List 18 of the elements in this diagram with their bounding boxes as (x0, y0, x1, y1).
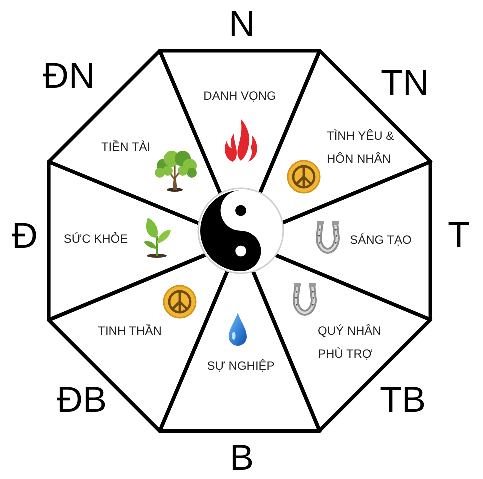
direction-label: B (230, 440, 254, 476)
direction-label: ĐN (43, 58, 95, 94)
octagon-sector (158, 49, 322, 196)
sector-label: SỨC KHỎE (64, 232, 128, 246)
sector-label: QUÝ NHÂN PHÙ TRỢ (318, 322, 382, 363)
sector-label: SÁNG TẠO (350, 233, 412, 247)
sector-label: TIỀN TÀI (101, 140, 151, 154)
sector-label: TINH THẦN (98, 324, 162, 338)
direction-label: ĐB (57, 382, 107, 418)
direction-label: TN (381, 65, 429, 101)
octagon-sector (47, 252, 230, 433)
direction-label: Đ (12, 218, 38, 254)
sector-label: SỰ NGHIỆP (207, 358, 275, 373)
sector-label: DANH VỌNG (204, 89, 276, 103)
direction-label: T (448, 217, 470, 253)
direction-label: N (229, 6, 255, 42)
direction-label: TB (380, 382, 426, 418)
sector-label: TÌNH YÊU & HÔN NHÂN (326, 128, 396, 168)
